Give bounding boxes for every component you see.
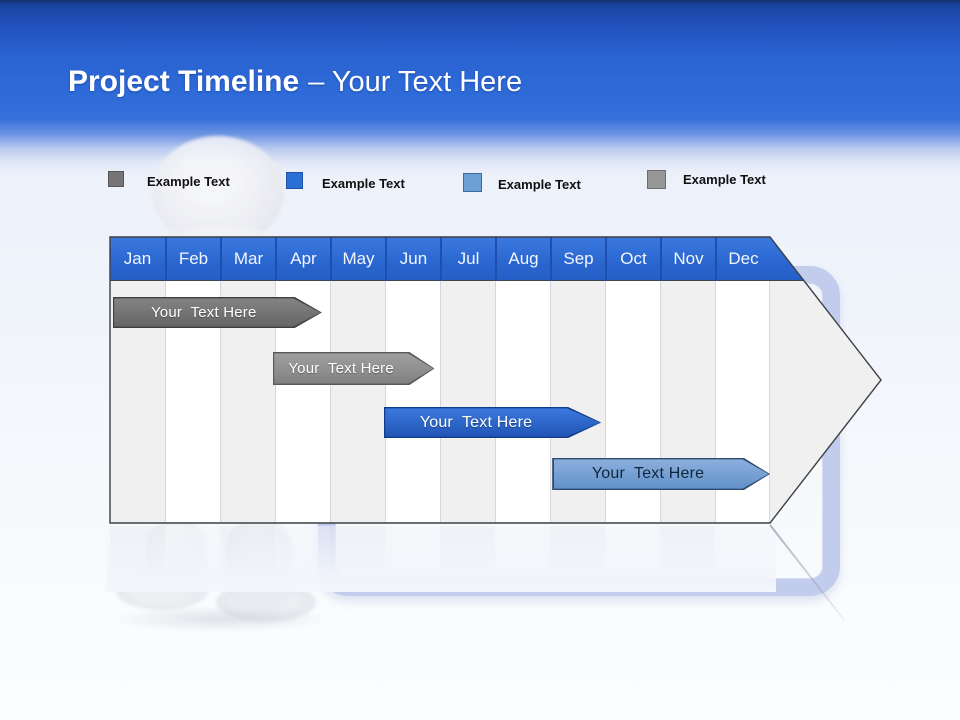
timeline-reflection-fade <box>106 526 776 592</box>
grid-column <box>495 281 550 523</box>
month-cell-oct: Oct <box>605 237 660 281</box>
timeline-bar-label: Your Text Here <box>419 413 533 431</box>
month-cell-mar: Mar <box>220 237 275 281</box>
timeline-bar: Your Text Here <box>552 458 770 490</box>
grid-column <box>385 281 440 523</box>
month-cell-apr: Apr <box>275 237 330 281</box>
legend-label: Example Text <box>683 172 766 187</box>
legend-swatch <box>463 173 482 192</box>
month-cell-jan: Jan <box>123 249 152 268</box>
legend-swatch <box>108 171 124 187</box>
legend-swatch <box>286 172 303 189</box>
month-cell-sep: Sep <box>550 237 605 281</box>
timeline-bar-label: Your Text Here <box>150 304 257 321</box>
timeline-bar: Your Text Here <box>113 297 322 328</box>
month-cell-feb: Feb <box>165 237 220 281</box>
timeline-bar-label: Your Text Here <box>591 465 705 482</box>
legend-swatch <box>647 170 666 189</box>
timeline-bar: Your Text Here <box>384 407 601 438</box>
person-shadow <box>110 606 330 632</box>
page-title: Project Timeline– Your Text Here <box>68 61 522 103</box>
grid-column <box>330 281 385 523</box>
timeline-bar: Your Text Here <box>273 352 435 385</box>
month-cell-may: May <box>330 237 385 281</box>
legend-label: Example Text <box>322 176 405 191</box>
timeline-bar-label: Your Text Here <box>288 360 394 377</box>
month-cell-jul: Jul <box>440 237 495 281</box>
title-light-text: – Your Text Here <box>308 66 523 98</box>
month-cell-jun: Jun <box>385 237 440 281</box>
title-bold-text: Project Timeline <box>68 65 300 98</box>
legend-label: Example Text <box>498 177 581 192</box>
grid-column <box>440 281 495 523</box>
month-cell-aug: Aug <box>495 237 550 281</box>
legend-label: Example Text <box>147 174 230 189</box>
month-cell-nov: Nov <box>660 237 715 281</box>
month-cell-dec: Dec <box>715 237 770 281</box>
